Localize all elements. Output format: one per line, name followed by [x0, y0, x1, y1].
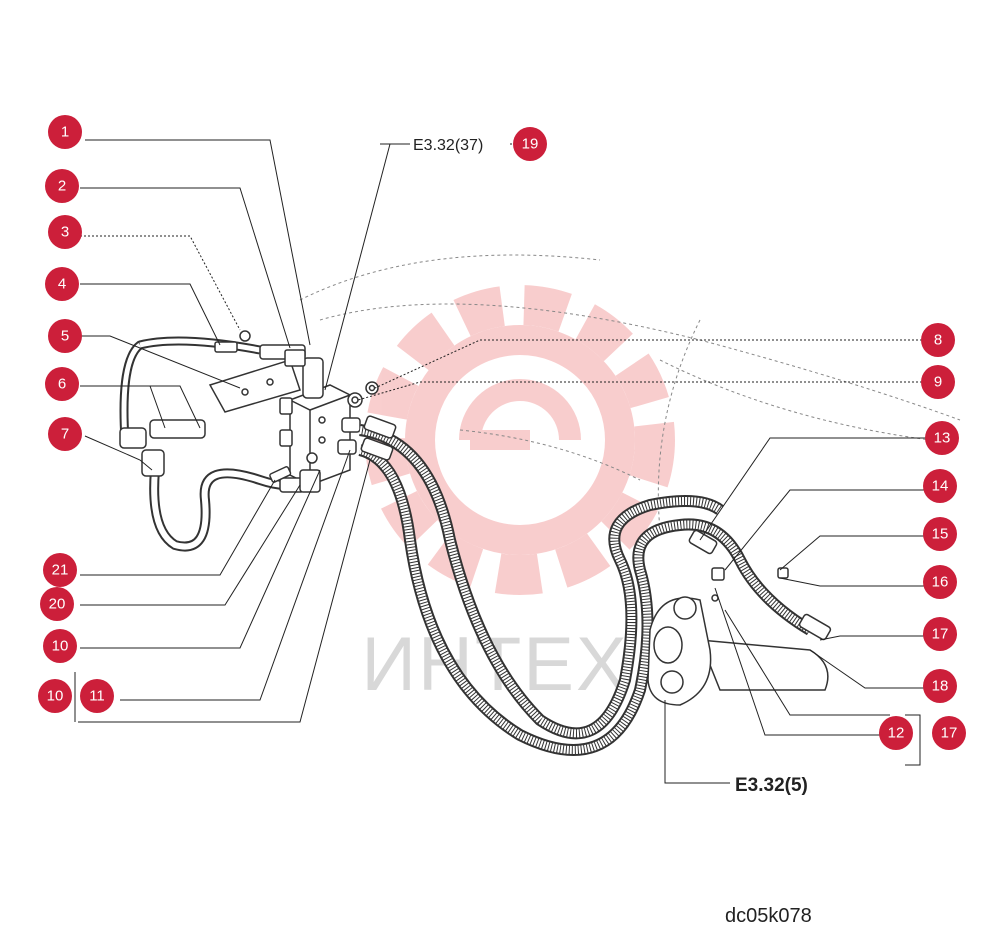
callout-19-label: 19 [522, 136, 539, 153]
callout-12-label: 12 [888, 725, 905, 742]
callout-1-label: 1 [61, 124, 69, 141]
callout-9-label: 9 [934, 374, 942, 391]
callout-16[interactable]: 16 [923, 565, 957, 599]
callout-6-label: 6 [58, 376, 66, 393]
callout-21-label: 21 [52, 562, 69, 579]
callout-3[interactable]: 3 [48, 215, 82, 249]
callout-21[interactable]: 21 [43, 553, 77, 587]
callout-15-label: 15 [932, 526, 949, 543]
callout-8-label: 8 [934, 332, 942, 349]
callout-14[interactable]: 14 [923, 469, 957, 503]
callout-5[interactable]: 5 [48, 319, 82, 353]
callout-10-a[interactable]: 10 [43, 629, 77, 663]
valve-block [279, 384, 351, 486]
callout-9[interactable]: 9 [921, 365, 955, 399]
callout-13[interactable]: 13 [925, 421, 959, 455]
callout-4-label: 4 [58, 276, 66, 293]
callout-17-b[interactable]: 17 [932, 716, 966, 750]
callout-19[interactable]: 19 [513, 127, 547, 161]
callout-6[interactable]: 6 [45, 367, 79, 401]
washers [347, 381, 379, 408]
callout-20[interactable]: 20 [40, 587, 74, 621]
callout-20-label: 20 [49, 596, 66, 613]
callout-13-label: 13 [934, 430, 951, 447]
callout-10-b-label: 10 [47, 688, 64, 705]
callout-5-label: 5 [61, 328, 69, 345]
callout-2[interactable]: 2 [45, 169, 79, 203]
callout-15[interactable]: 15 [923, 517, 957, 551]
leader-lines [74, 139, 930, 784]
callout-3-label: 3 [61, 224, 69, 241]
long-double-hose [358, 415, 832, 756]
background-guide-lines [299, 254, 961, 531]
reference-label-top: E3.32(37) [413, 137, 483, 154]
callout-7[interactable]: 7 [48, 417, 82, 451]
callout-12[interactable]: 12 [879, 716, 913, 750]
hydraulic-pump [647, 567, 829, 706]
callout-4[interactable]: 4 [45, 267, 79, 301]
callout-17-a[interactable]: 17 [923, 617, 957, 651]
callout-17-a-label: 17 [932, 626, 949, 643]
callout-14-label: 14 [932, 478, 949, 495]
callout-10-b[interactable]: 10 [38, 679, 72, 713]
elbow-fitting-top [214, 330, 324, 399]
callout-1[interactable]: 1 [48, 115, 82, 149]
callout-18-label: 18 [932, 678, 949, 695]
callout-11-label: 11 [89, 688, 105, 705]
callout-16-label: 16 [932, 574, 949, 591]
callout-11[interactable]: 11 [80, 679, 114, 713]
left-hose-assembly [119, 336, 304, 552]
callout-2-label: 2 [58, 178, 66, 195]
callout-18[interactable]: 18 [923, 669, 957, 703]
mounting-plate [208, 359, 301, 413]
callout-10-a-label: 10 [52, 638, 69, 655]
reference-label-bottom: E3.32(5) [735, 775, 808, 796]
drawing-code: dc05k078 [725, 905, 812, 927]
callout-7-label: 7 [61, 426, 69, 443]
callout-17-b-label: 17 [941, 725, 958, 742]
callout-8[interactable]: 8 [921, 323, 955, 357]
